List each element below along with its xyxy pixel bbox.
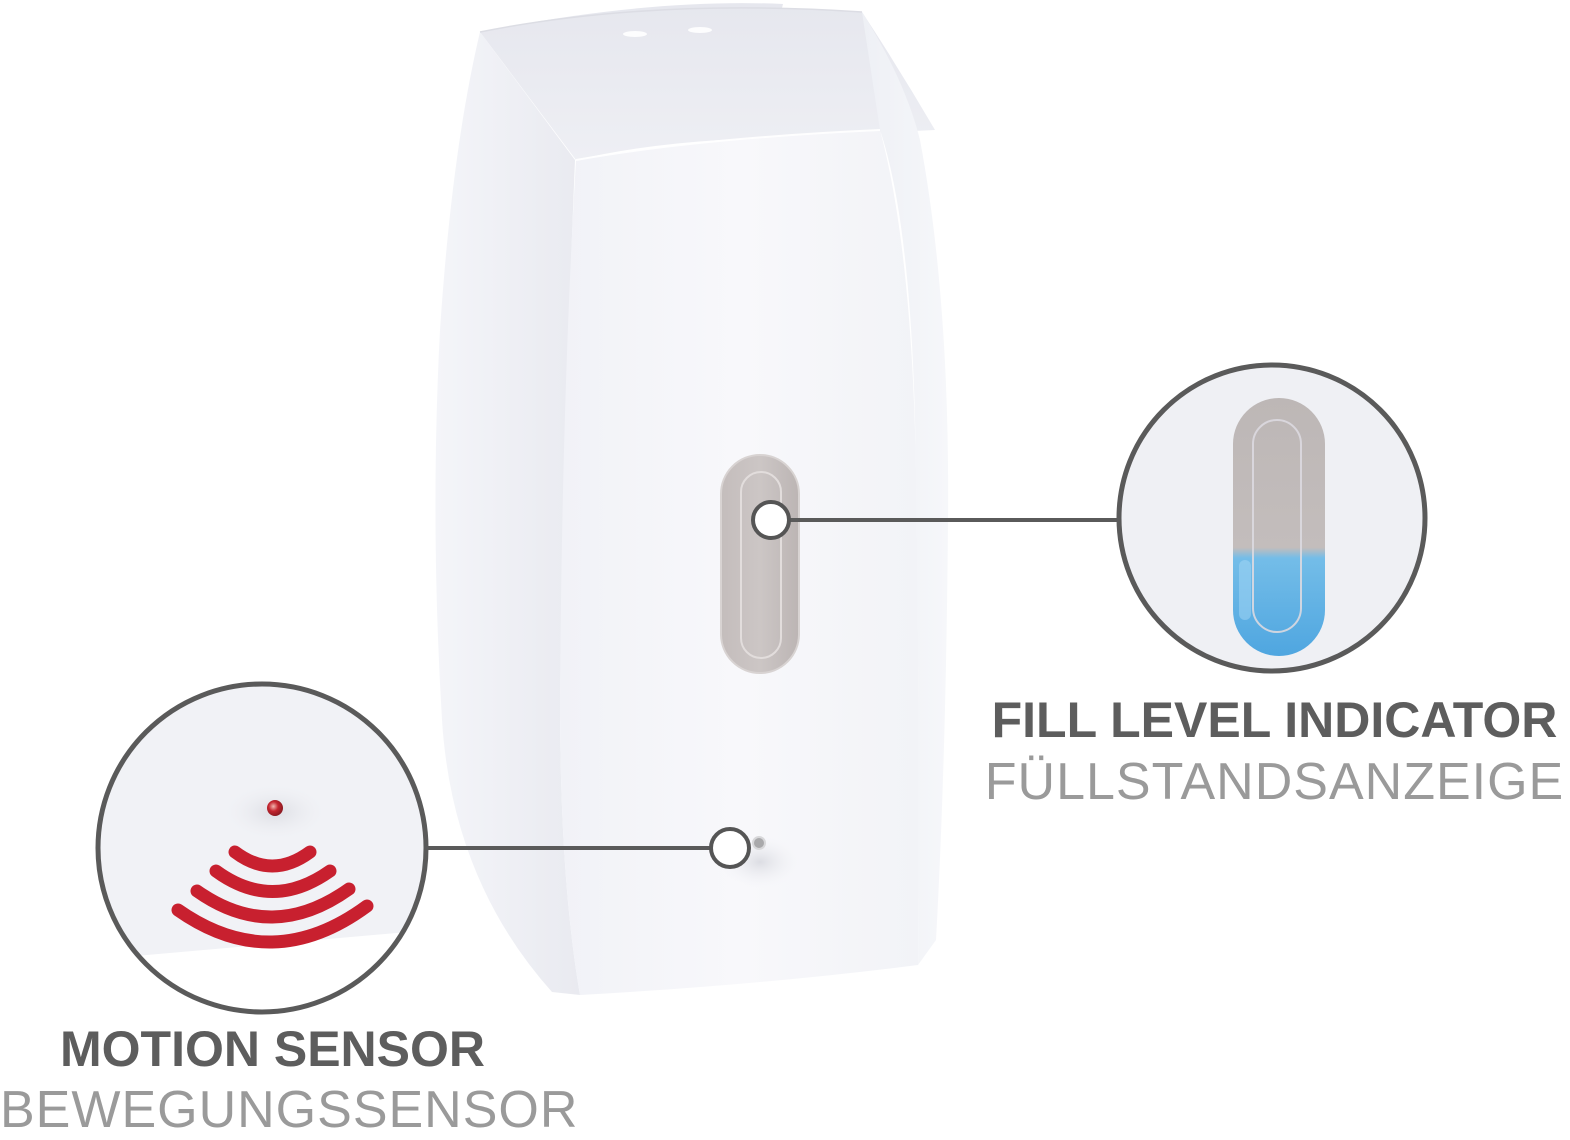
fill-level-caption: FILL LEVEL INDICATOR FÜLLSTANDSANZEIGE [982, 690, 1567, 814]
fill-level-title: FILL LEVEL INDICATOR [991, 692, 1558, 748]
fill-level-window [720, 454, 800, 674]
sensor-callout-dot [709, 827, 751, 869]
motion-waves-icon [171, 845, 374, 949]
fill-level-subtitle: FÜLLSTANDSANZEIGE [984, 753, 1565, 811]
fill-callout-dot [751, 500, 791, 540]
motion-sensor-caption: MOTION SENSOR BEWEGUNGSSENSOR [0, 1018, 579, 1140]
sensor-led-icon [267, 800, 283, 816]
motion-sensor-subtitle: BEWEGUNGSSENSOR [0, 1081, 579, 1139]
fill-level-magnifier [1116, 362, 1428, 674]
motion-sensor-title: MOTION SENSOR [59, 1021, 486, 1077]
motion-sensor-magnifier [95, 681, 429, 1015]
